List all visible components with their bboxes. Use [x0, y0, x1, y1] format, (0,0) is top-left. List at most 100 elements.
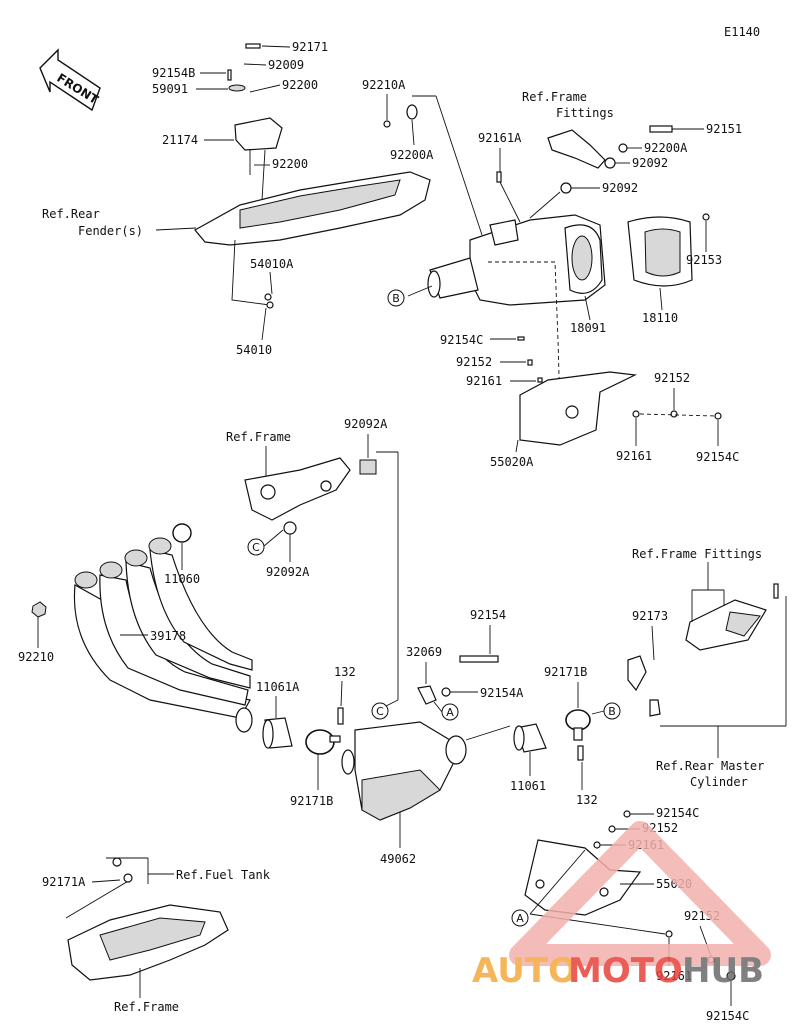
label-39178: 39178 — [150, 629, 186, 643]
label-ref-frame: Ref.Frame — [226, 430, 291, 444]
label-ref-rear-master-2: Cylinder — [690, 775, 748, 789]
watermark-auto: AUTO — [472, 951, 577, 991]
label-ref-frame-fittings-1: Ref.Frame — [522, 90, 587, 104]
gasket-11061 — [513, 723, 547, 753]
gasket-11060 — [172, 523, 192, 543]
callout-b-right-label: B — [608, 705, 616, 718]
label-92152-b: 92152 — [654, 371, 690, 385]
label-92154b: 92154B — [152, 66, 195, 80]
label-55020a: 55020A — [490, 455, 534, 469]
muffler-end-cover-18110 — [627, 216, 693, 287]
collar-92092 — [604, 157, 616, 169]
callout-b-upper — [387, 289, 405, 307]
collar-92092a-top — [359, 459, 377, 475]
label-92161-d: 92161 — [656, 969, 692, 983]
muffler-cap-18091 — [564, 224, 603, 294]
label-92154c-c: 92154C — [656, 806, 699, 820]
fastener-stack-left — [517, 336, 543, 383]
callout-c-mid — [247, 538, 265, 556]
frame-fitting-right — [627, 583, 779, 717]
label-92154c-a: 92154C — [440, 333, 483, 347]
label-ref-frame-fittings-3: Ref.Frame Fittings — [632, 547, 762, 561]
clamp-92171b-left — [305, 729, 341, 755]
callout-b-upper-label: B — [392, 292, 400, 305]
bracket-32069 — [417, 685, 437, 705]
label-92210a: 92210A — [362, 78, 406, 92]
label-92151: 92151 — [706, 122, 742, 136]
label-92171: 92171 — [292, 40, 328, 54]
fastener-stack-right — [632, 410, 722, 420]
clip-92171a — [112, 857, 133, 883]
label-92161a: 92161A — [478, 131, 522, 145]
collar-92092a-bottom — [283, 521, 297, 535]
exhaust-chamber-49062 — [341, 721, 467, 821]
label-92171b-b: 92171B — [544, 665, 587, 679]
damper-59091 — [228, 84, 246, 92]
label-21174: 21174 — [162, 133, 198, 147]
callout-c-lower-label: C — [376, 705, 384, 718]
clamp-92171b-right — [565, 709, 591, 741]
callout-c-lower — [371, 702, 389, 720]
nut-92153 — [702, 213, 710, 221]
label-ref-rear-master-1: Ref.Rear Master — [656, 759, 764, 773]
label-92173: 92173 — [632, 609, 668, 623]
label-ref-frame-b: Ref.Frame — [114, 1000, 179, 1014]
callout-a-lower — [511, 909, 529, 927]
bolt-132-right — [577, 745, 584, 761]
bolt-92154a — [441, 687, 451, 697]
label-92153: 92153 — [686, 253, 722, 267]
watermark-moto: MOTO — [568, 951, 683, 991]
callout-b-right — [603, 702, 621, 720]
label-18110: 18110 — [642, 311, 678, 325]
frame-lower-left — [65, 879, 229, 981]
label-92154c-d: 92154C — [706, 1009, 749, 1023]
nut-92210a — [383, 120, 391, 128]
frame-bracket — [244, 457, 351, 521]
nut-92210 — [31, 601, 47, 618]
callout-a-mid — [441, 703, 459, 721]
label-132-a: 132 — [334, 665, 356, 679]
collar-92092-b — [560, 182, 572, 194]
label-32069: 32069 — [406, 645, 442, 659]
label-59091: 59091 — [152, 82, 188, 96]
label-92092-a: 92092 — [632, 156, 668, 170]
fastener-92171 — [245, 43, 261, 49]
label-92092a-top: 92092A — [344, 417, 388, 431]
bolt-92161a — [496, 171, 502, 183]
label-ref-rear-fender-1: Ref.Rear — [42, 207, 100, 221]
heat-guard-55020a — [519, 371, 638, 446]
label-92171a: 92171A — [42, 875, 86, 889]
label-11061a: 11061A — [256, 680, 300, 694]
label-92200a-right: 92200A — [644, 141, 688, 155]
label-92200-b: 92200 — [272, 157, 308, 171]
label-92161-a: 92161 — [466, 374, 502, 388]
label-92154a: 92154A — [480, 686, 524, 700]
washer-92200a — [618, 143, 628, 153]
bolt-132-left — [337, 707, 344, 725]
label-92200-a: 92200 — [282, 78, 318, 92]
label-92161-b: 92161 — [616, 449, 652, 463]
label-ref-rear-fender-2: Fender(s) — [78, 224, 143, 238]
gasket-11061a — [262, 717, 293, 749]
bolt-92154 — [459, 655, 499, 663]
label-92092a-bottom: 92092A — [266, 565, 310, 579]
rear-fender-bracket — [194, 117, 431, 309]
label-ref-frame-fittings-2: Fittings — [556, 106, 614, 120]
label-18091: 18091 — [570, 321, 606, 335]
label-92152-a: 92152 — [456, 355, 492, 369]
label-92171b-a: 92171B — [290, 794, 333, 808]
frame-fitting-bracket — [547, 129, 606, 169]
label-11060: 11060 — [164, 572, 200, 586]
label-ref-fuel-tank: Ref.Fuel Tank — [176, 868, 271, 882]
fastener-92154b — [227, 69, 232, 81]
callout-a-mid-label: A — [446, 706, 454, 719]
front-arrow-icon: FRONT — [39, 48, 101, 112]
washer-92200a-left — [406, 104, 418, 120]
label-92154c-b: 92154C — [696, 450, 739, 464]
callout-a-lower-label: A — [516, 912, 524, 925]
label-11061: 11061 — [510, 779, 546, 793]
watermark-hub: HUB — [682, 951, 764, 991]
label-92009: 92009 — [268, 58, 304, 72]
